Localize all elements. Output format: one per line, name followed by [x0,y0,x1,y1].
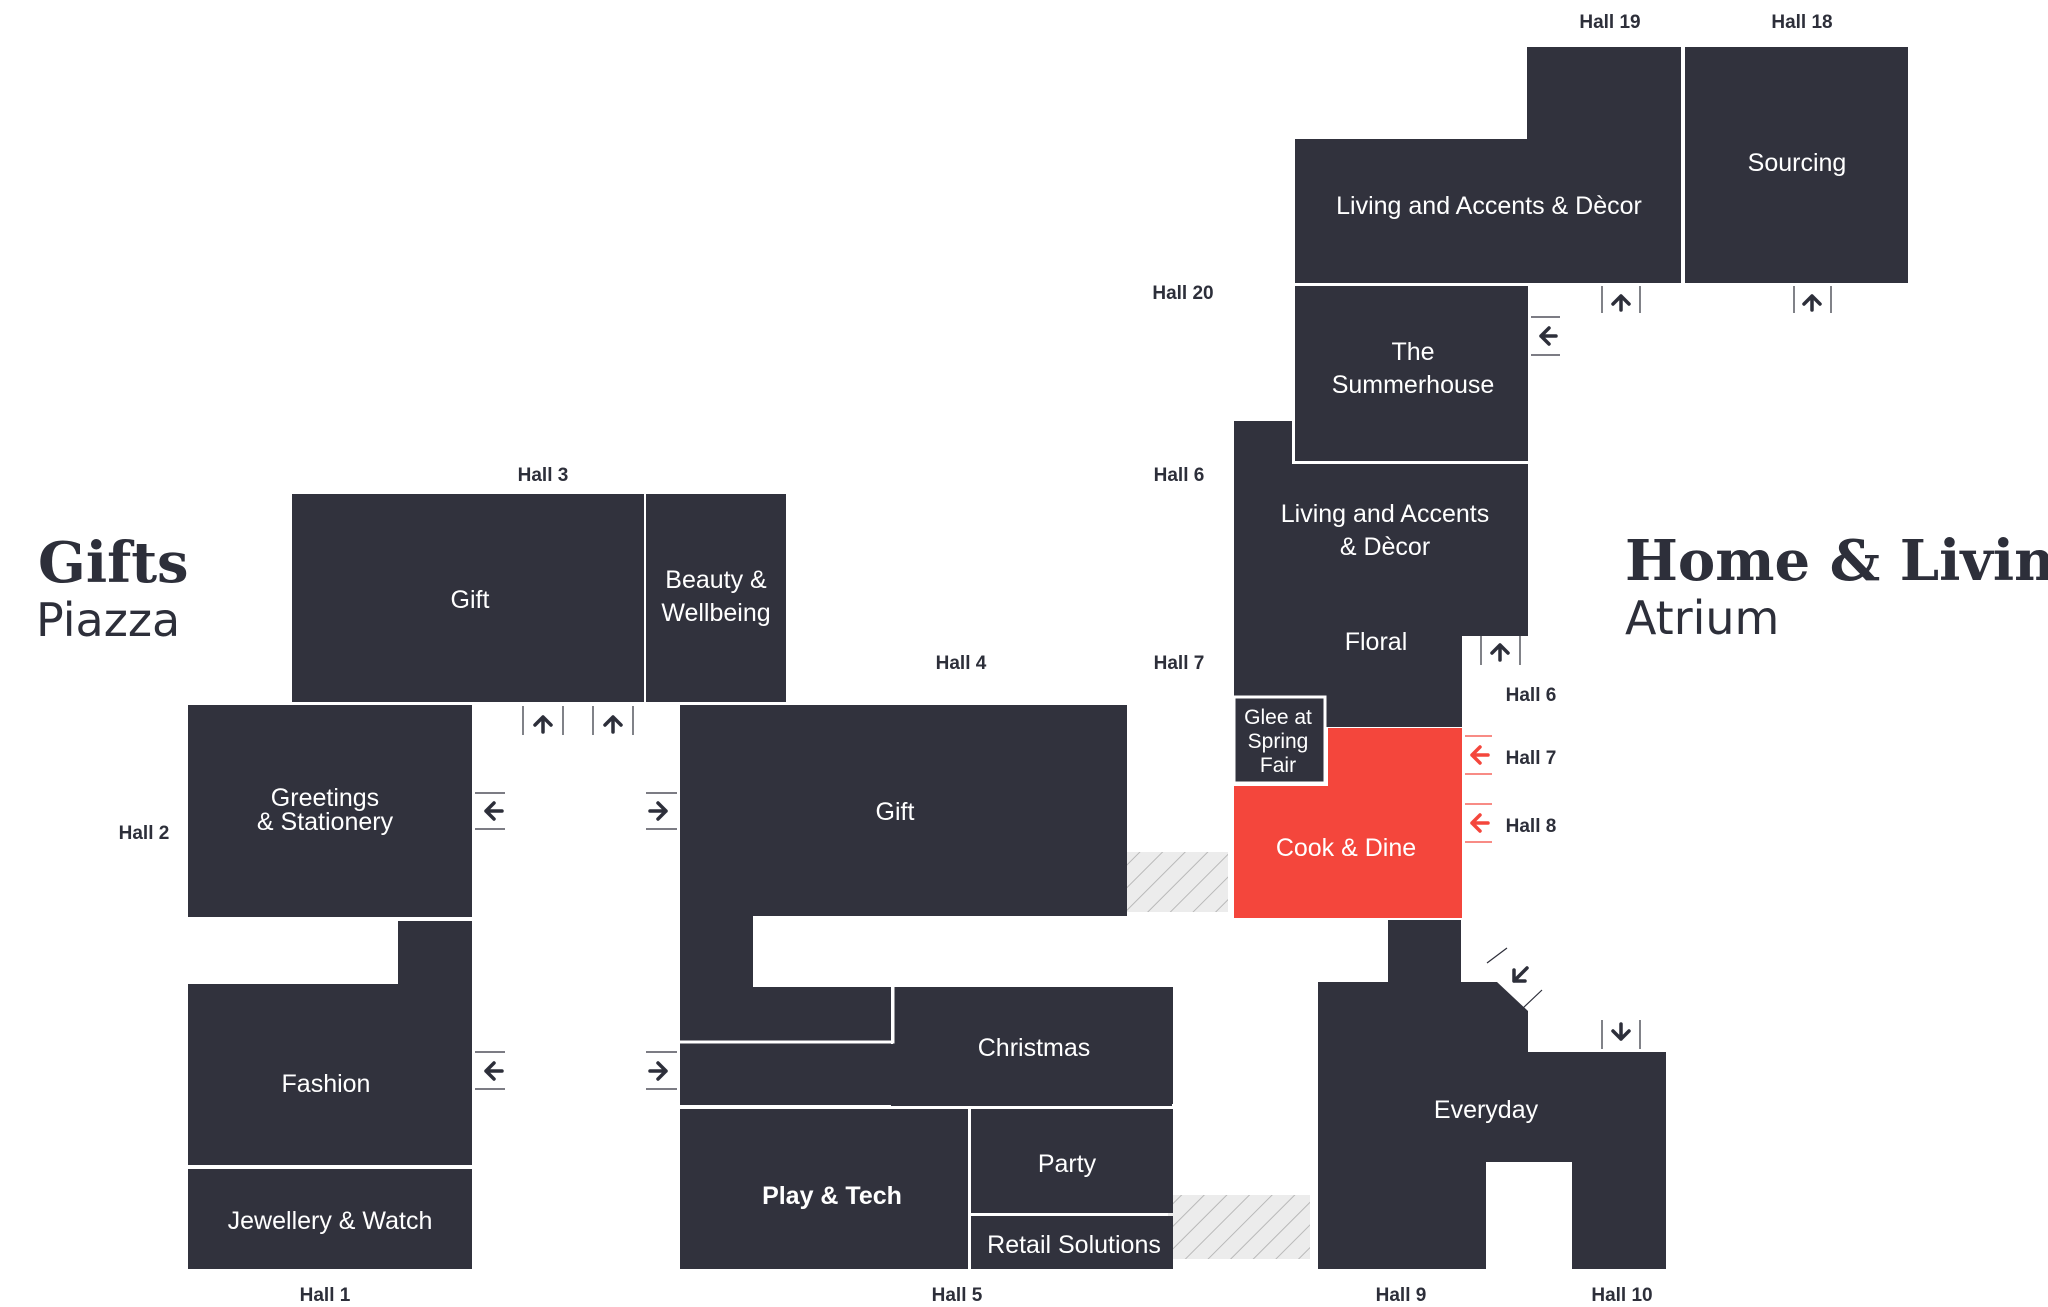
zone-glee-spring-fair[interactable] [1234,697,1325,783]
entrance-up-arrow-icon[interactable] [522,706,564,735]
hall-label-10: Hall 10 [1591,1285,1652,1306]
entrance-left-arrow-icon[interactable] [1465,735,1492,775]
zone-retail-solutions[interactable] [971,1216,1173,1269]
zone-living-accents-mid-floral[interactable] [1234,421,1528,727]
zone-label-glee-1: Glee at [1244,706,1312,729]
zone-living-accents-top[interactable] [1295,47,1681,283]
zone-cook-dine[interactable] [1234,728,1462,918]
zone-label-gift-hall3: Gift [451,586,490,614]
entrance-up-arrow-icon[interactable] [1601,286,1641,313]
entrance-left-arrow-icon[interactable] [475,1051,505,1090]
zone-jewellery-watch[interactable] [188,1169,472,1269]
hall-label-6-left: Hall 6 [1154,465,1205,486]
gifts-piazza-subtitle: Piazza [36,593,180,647]
zone-party[interactable] [971,1109,1173,1213]
hall-label-7-left: Hall 7 [1154,653,1205,674]
zone-label-jewellery: Jewellery & Watch [228,1207,433,1235]
zone-summerhouse[interactable] [1295,286,1528,461]
zone-label-party: Party [1038,1150,1097,1178]
home-living-title: Home & Living [1625,528,2048,594]
zone-label-play-tech: Play & Tech [762,1182,902,1210]
zone-label-cook-dine: Cook & Dine [1276,834,1416,862]
hall-label-4: Hall 4 [936,653,987,674]
zone-label-glee-2: Spring [1248,730,1309,753]
entrance-right-arrow-icon[interactable] [646,1051,677,1090]
home-living-subtitle: Atrium [1625,591,1779,645]
zone-greetings-stationery[interactable] [188,705,472,917]
zone-label-beauty-2: Wellbeing [661,599,770,627]
divider-gift-christmas [680,987,895,1044]
entrance-left-arrow-icon[interactable] [475,792,505,830]
zone-label-living-mid-1: Living and Accents [1281,500,1489,528]
hall-label-9: Hall 9 [1376,1285,1427,1306]
zone-beauty-wellbeing[interactable] [646,494,786,702]
hall-label-19: Hall 19 [1579,12,1640,33]
gifts-piazza-title: Gifts [38,530,189,596]
zone-everyday[interactable] [1318,920,1666,1269]
zone-label-summerhouse-1: The [1391,338,1434,366]
entrance-up-arrow-icon[interactable] [1480,636,1521,665]
hall-label-8: Hall 8 [1506,816,1557,837]
hall-label-6-right: Hall 6 [1506,685,1557,706]
zone-label-greetings-2: & Stationery [257,808,394,836]
hall-label-20: Hall 20 [1152,283,1213,304]
entrance-diagonal-arrow-icon[interactable] [1486,947,1543,1010]
zone-fashion[interactable] [188,921,472,1165]
walkway-hall4-hall7 [1122,852,1228,912]
zone-label-sourcing: Sourcing [1748,149,1847,177]
zone-label-everyday: Everyday [1434,1096,1539,1124]
zone-label-living-mid-2: & Dècor [1340,533,1430,561]
zone-label-gift-hall4: Gift [876,798,915,826]
glee-border [1232,695,1327,785]
entrance-left-arrow-icon[interactable] [1531,316,1560,356]
entrance-down-arrow-icon[interactable] [1601,1020,1641,1049]
zone-label-floral: Floral [1345,628,1408,656]
entrance-left-arrow-icon[interactable] [1465,803,1492,843]
entrance-up-arrow-icon[interactable] [592,706,634,735]
hall-label-1: Hall 1 [300,1285,351,1306]
zone-label-living-top: Living and Accents & Dècor [1336,192,1642,220]
zone-play-tech[interactable] [680,1109,968,1269]
zone-gift-hall4[interactable] [680,705,1172,1106]
zone-christmas[interactable] [680,987,1173,1104]
zone-label-retail-solutions: Retail Solutions [987,1231,1161,1259]
hall-label-5: Hall 5 [932,1285,983,1306]
entrance-right-arrow-icon[interactable] [646,792,677,830]
zone-label-greetings-1: Greetings [271,784,379,812]
hall-label-2: Hall 2 [119,823,170,844]
walkway-hall5-hall9 [1168,1195,1310,1259]
zone-label-fashion: Fashion [282,1070,371,1098]
zone-sourcing[interactable] [1685,47,1908,283]
zone-label-glee-3: Fair [1260,754,1296,777]
hall-label-18: Hall 18 [1771,12,1832,33]
hall-label-3: Hall 3 [518,465,569,486]
zone-label-summerhouse-2: Summerhouse [1332,371,1495,399]
hall-label-7-right: Hall 7 [1506,748,1557,769]
zone-label-beauty-1: Beauty & [665,566,767,594]
entrance-up-arrow-icon[interactable] [1793,286,1832,313]
zone-gift-hall3[interactable] [292,494,644,702]
zone-label-christmas: Christmas [978,1034,1091,1062]
